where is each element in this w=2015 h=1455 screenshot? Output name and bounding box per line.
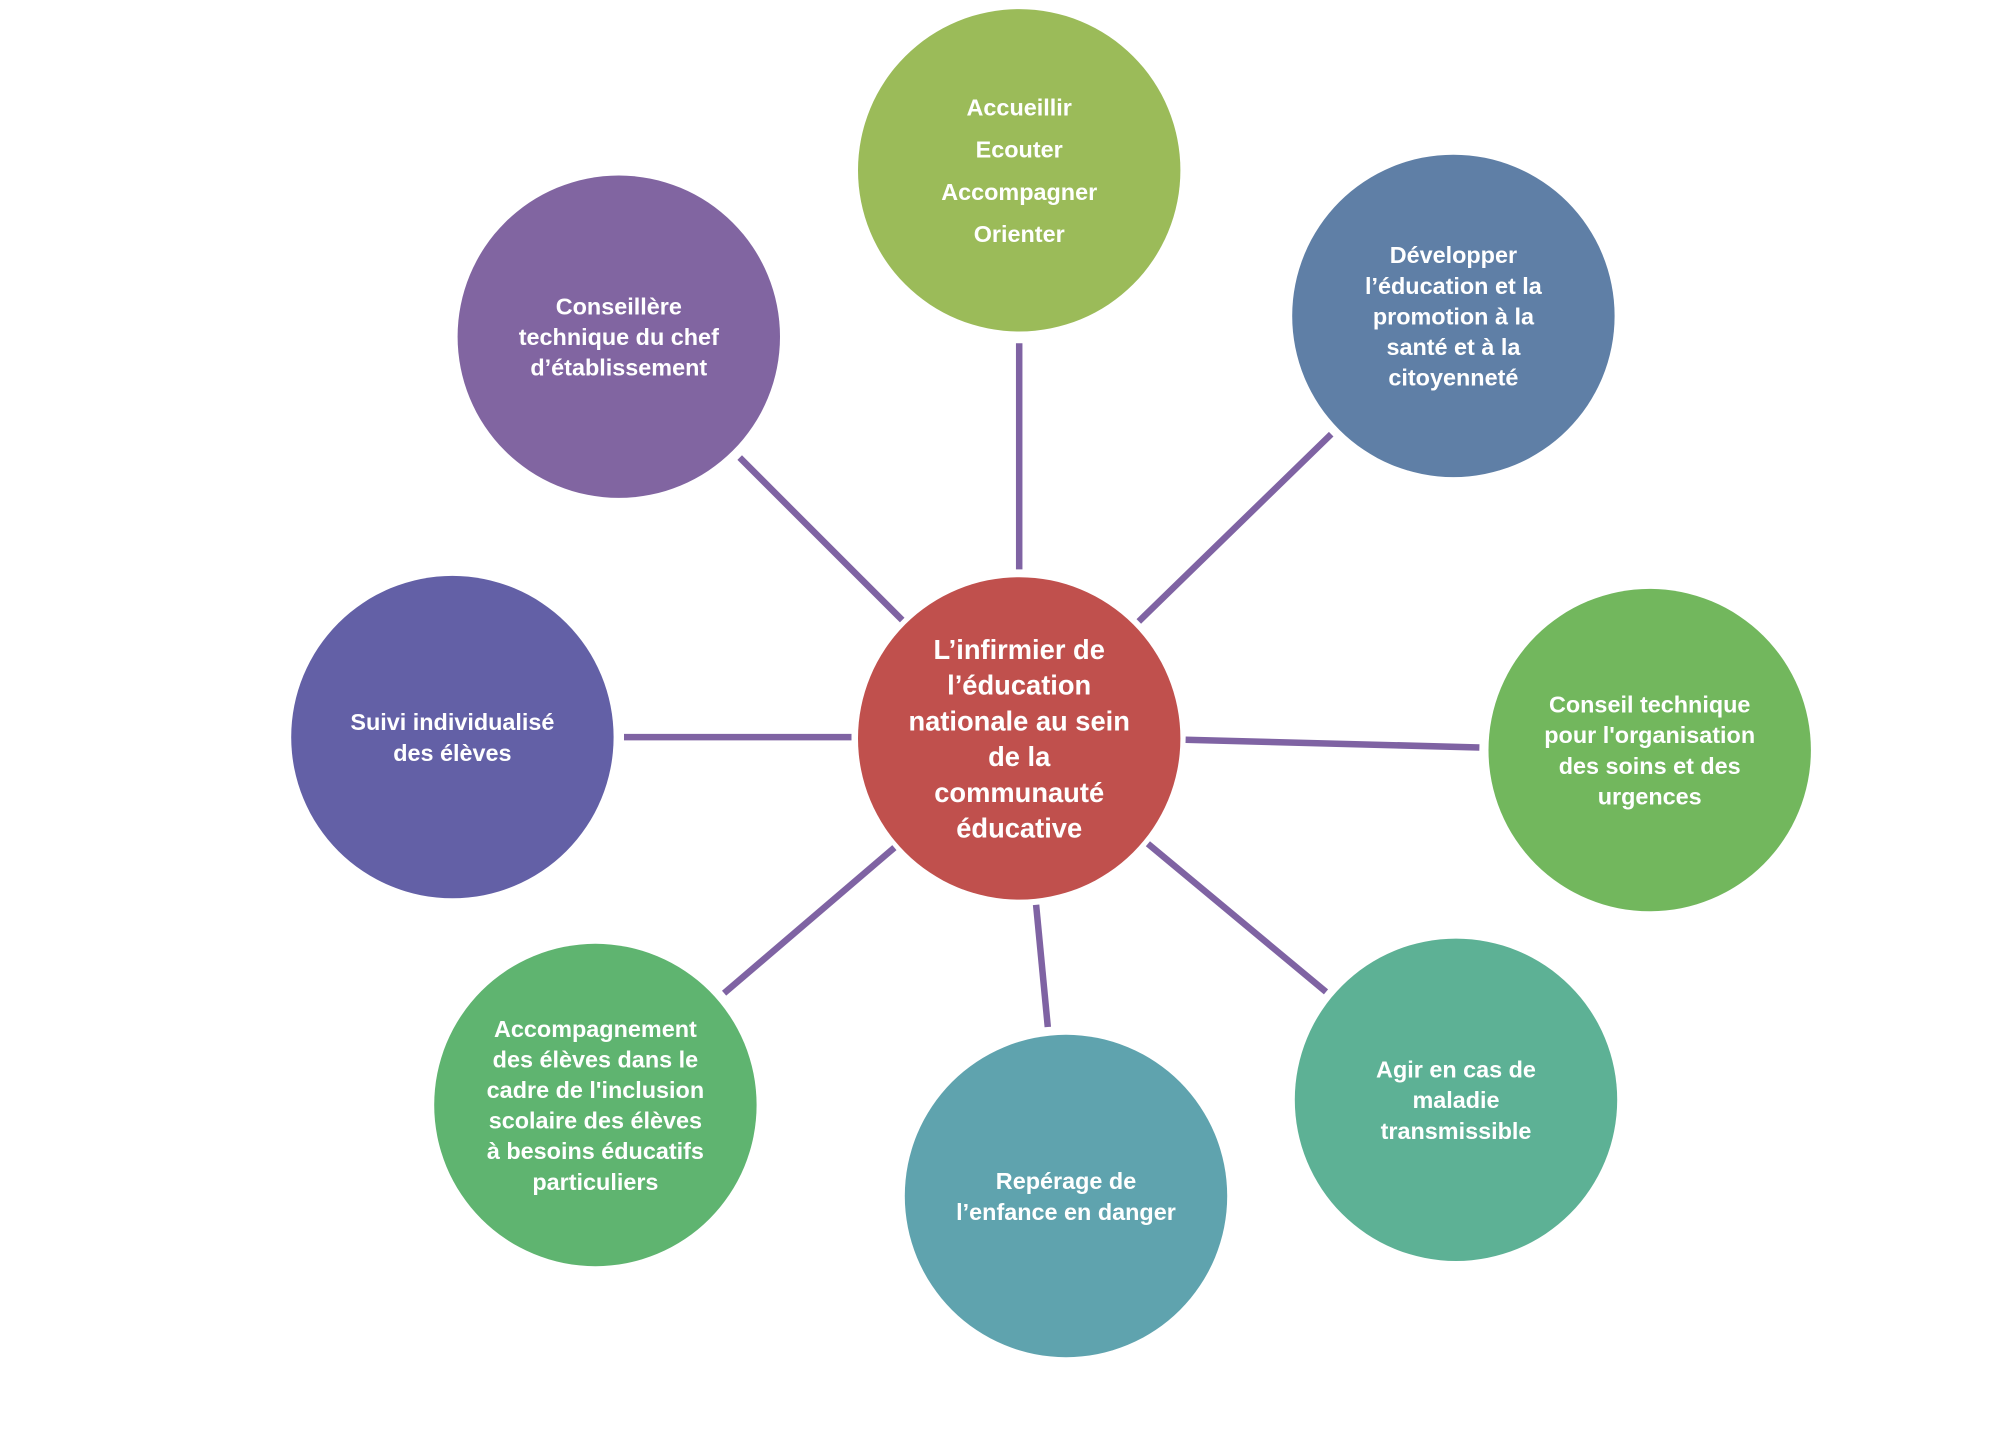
connector-inclusion xyxy=(721,845,897,996)
node-education-sante-label: Développer l’éducation et la promotion à l… xyxy=(1365,242,1543,390)
connector-conseillere xyxy=(737,455,905,623)
node-education-sante-label-line: santé et à la xyxy=(1386,334,1521,360)
node-conseil-soins-label-line: urgences xyxy=(1598,783,1702,809)
node-accueillir-label-line: Accueillir xyxy=(967,94,1072,120)
connector-education-sante xyxy=(1136,431,1334,624)
center-node-label-line: de la xyxy=(988,741,1051,772)
node-conseil-soins-label-line: Conseil technique xyxy=(1549,692,1750,718)
node-education-sante-label-line: Développer xyxy=(1390,242,1517,268)
node-inclusion-label: Accompagnement des élèves dans le cadre de… xyxy=(487,1016,704,1195)
node-enfance-label-line: l’enfance en danger xyxy=(956,1199,1176,1225)
node-education-sante-label-line: l’éducation et la xyxy=(1365,273,1543,299)
node-maladie: Agir en cas de maladie transmissible xyxy=(1294,938,1618,1261)
node-suivi-circle xyxy=(291,575,614,899)
node-inclusion-label-line: des élèves dans le xyxy=(493,1047,698,1073)
node-conseillere-label-line: d’établissement xyxy=(530,355,707,381)
node-education-sante-label-line: promotion à la xyxy=(1373,303,1535,329)
nodes: L’infirmier de l’éducation nationale au se… xyxy=(291,9,1811,1358)
center-node-label-line: L’infirmier de xyxy=(933,634,1104,665)
center-node-label-line: l’éducation xyxy=(947,670,1091,701)
node-conseillere-label-line: Conseillère xyxy=(556,294,682,320)
node-inclusion-label-line: scolaire des élèves xyxy=(489,1108,702,1134)
node-conseillere-circle xyxy=(457,175,780,498)
node-maladie-circle xyxy=(1294,938,1618,1261)
node-maladie-label: Agir en cas de maladie transmissible xyxy=(1376,1057,1536,1144)
node-inclusion-label-line: particuliers xyxy=(532,1169,658,1195)
node-education-sante: Développer l’éducation et la promotion à l… xyxy=(1292,154,1615,478)
node-suivi-label-line: Suivi individualisé xyxy=(350,709,554,735)
node-education-sante-circle xyxy=(1292,154,1615,478)
node-accueillir-label-line: Accompagner xyxy=(941,179,1097,205)
node-accueillir-circle xyxy=(858,9,1181,332)
node-suivi: Suivi individualisé des élèves xyxy=(291,575,614,899)
node-inclusion-label-line: à besoins éducatifs xyxy=(487,1138,704,1164)
node-conseil-soins-circle xyxy=(1488,588,1811,912)
node-conseillere: Conseillère technique du chef d’établissem… xyxy=(457,175,780,498)
node-enfance: Repérage de l’enfance en danger xyxy=(904,1034,1228,1358)
node-enfance-circle xyxy=(904,1034,1228,1358)
node-suivi-label: Suivi individualisé des élèves xyxy=(350,709,554,766)
connector-enfance xyxy=(1032,904,1052,1028)
center-node: L’infirmier de l’éducation nationale au se… xyxy=(858,577,1181,900)
node-conseillere-label: Conseillère technique du chef d’établissem… xyxy=(519,294,719,381)
node-conseil-soins-label-line: pour l'organisation xyxy=(1544,722,1755,748)
node-inclusion-label-line: Accompagnement xyxy=(494,1016,697,1042)
center-node-circle xyxy=(858,577,1181,900)
node-enfance-label-line: Repérage de xyxy=(996,1168,1136,1194)
center-node-label-line: nationale au sein xyxy=(908,705,1129,736)
node-conseil-soins-label-line: des soins et des xyxy=(1559,753,1741,779)
node-maladie-label-line: maladie xyxy=(1412,1087,1499,1113)
connector-conseil-soins xyxy=(1185,736,1480,751)
node-accueillir-label-line: Orienter xyxy=(974,221,1065,247)
center-node-label: L’infirmier de l’éducation nationale au se… xyxy=(908,634,1129,844)
node-conseil-soins: Conseil technique pour l'organisation des … xyxy=(1488,588,1811,912)
node-education-sante-label-line: citoyenneté xyxy=(1388,364,1518,390)
node-accueillir-label-line: Ecouter xyxy=(976,137,1063,163)
center-node-label-line: communauté xyxy=(934,777,1104,808)
node-enfance-label: Repérage de l’enfance en danger xyxy=(956,1168,1176,1225)
node-conseillere-label-line: technique du chef xyxy=(519,324,719,350)
node-maladie-label-line: transmissible xyxy=(1381,1118,1532,1144)
node-suivi-label-line: des élèves xyxy=(393,740,511,766)
node-conseil-soins-label: Conseil technique pour l'organisation des … xyxy=(1544,692,1755,810)
node-maladie-label-line: Agir en cas de xyxy=(1376,1057,1536,1083)
node-inclusion-circle xyxy=(434,943,757,1267)
node-inclusion: Accompagnement des élèves dans le cadre de… xyxy=(434,943,757,1267)
connectors xyxy=(624,343,1480,1028)
node-inclusion-label-line: cadre de l'inclusion xyxy=(487,1077,704,1103)
connector-maladie xyxy=(1145,841,1329,995)
center-node-label-line: éducative xyxy=(956,813,1082,844)
